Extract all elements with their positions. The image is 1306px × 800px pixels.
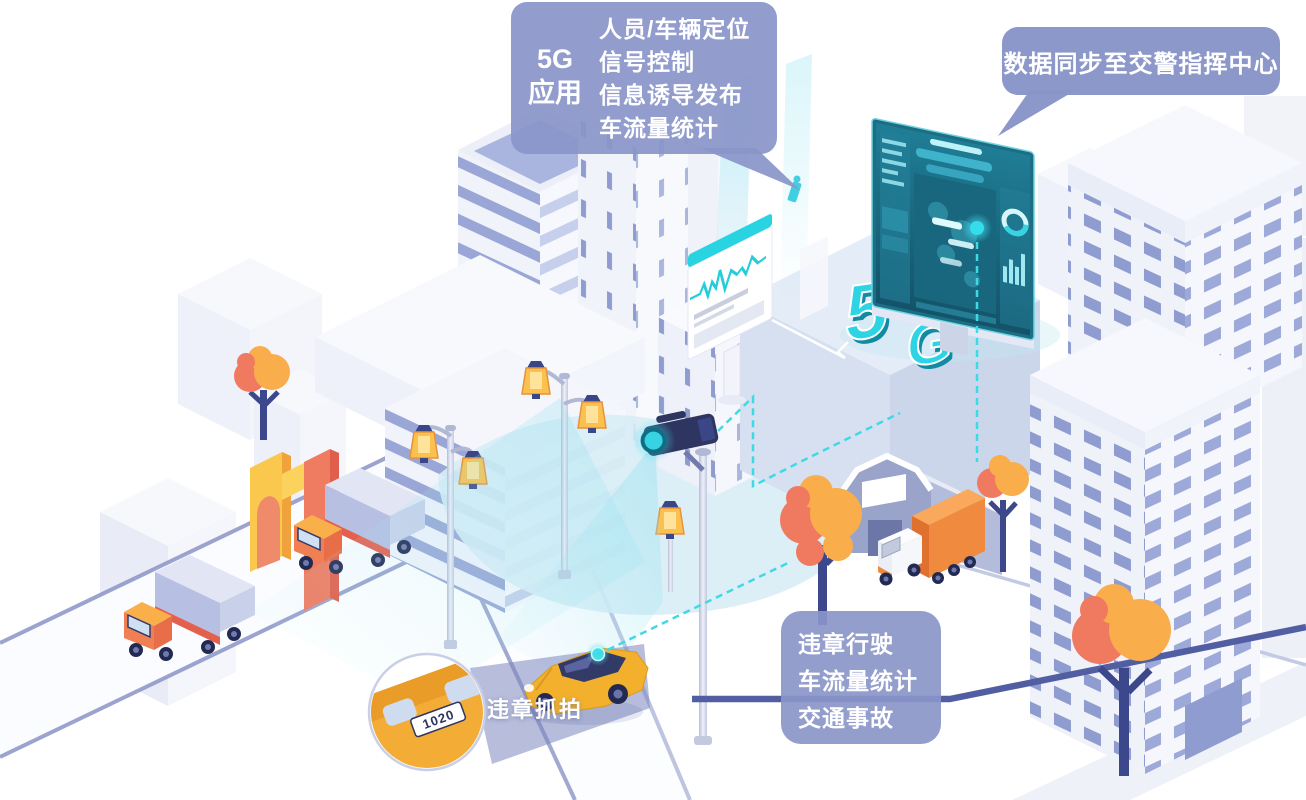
cctv-camera [631, 410, 719, 745]
tree-right-small [977, 455, 1029, 572]
light-cone-camera [498, 442, 663, 696]
violation-item: 违章行驶 [798, 631, 894, 657]
app-callout-tail [700, 148, 800, 190]
sync-callout-label: 数据同步至交警指挥中心 [1003, 50, 1279, 78]
app-item: 车流量统计 [599, 115, 719, 141]
app-callout-title: 5G 应用 [511, 2, 599, 154]
monitor-screen [687, 214, 828, 405]
tree-barn [780, 475, 862, 625]
app-callout-items: 人员/车辆定位 信号控制 信息诱导发布 车流量统计 [599, 2, 750, 154]
light-beam-vertical-2 [780, 54, 812, 300]
app-callout: 5G 应用 人员/车辆定位 信号控制 信息诱导发布 车流量统计 [511, 2, 777, 154]
street-lamp-single [655, 500, 685, 592]
data-flow-camera [717, 394, 901, 489]
violation-item: 交通事故 [798, 705, 894, 731]
tree-left [234, 346, 290, 440]
tree-big-right [1072, 584, 1171, 776]
sync-callout-tail [998, 90, 1076, 136]
capture-label: 违章抓拍 [487, 697, 584, 722]
app-title-line1: 5G [536, 44, 574, 74]
violation-item: 车流量统计 [798, 668, 918, 694]
light-cone-wide [250, 398, 645, 702]
container-truck [878, 489, 985, 586]
road-right-edge [692, 623, 1306, 703]
violation-callout: 违章行驶 车流量统计 交通事故 [781, 611, 941, 744]
app-item: 信号控制 [599, 49, 695, 75]
app-item: 人员/车辆定位 [599, 16, 751, 42]
app-item: 信息诱导发布 [599, 82, 743, 108]
sync-callout: 数据同步至交警指挥中心 [1002, 27, 1280, 95]
taxi [523, 642, 649, 725]
building-right-skyscraper [1030, 318, 1260, 774]
app-title-line2: 应用 [528, 78, 582, 108]
violation-capture-magnifier: 1020 [367, 652, 487, 772]
dashboard-screen [871, 117, 1035, 356]
